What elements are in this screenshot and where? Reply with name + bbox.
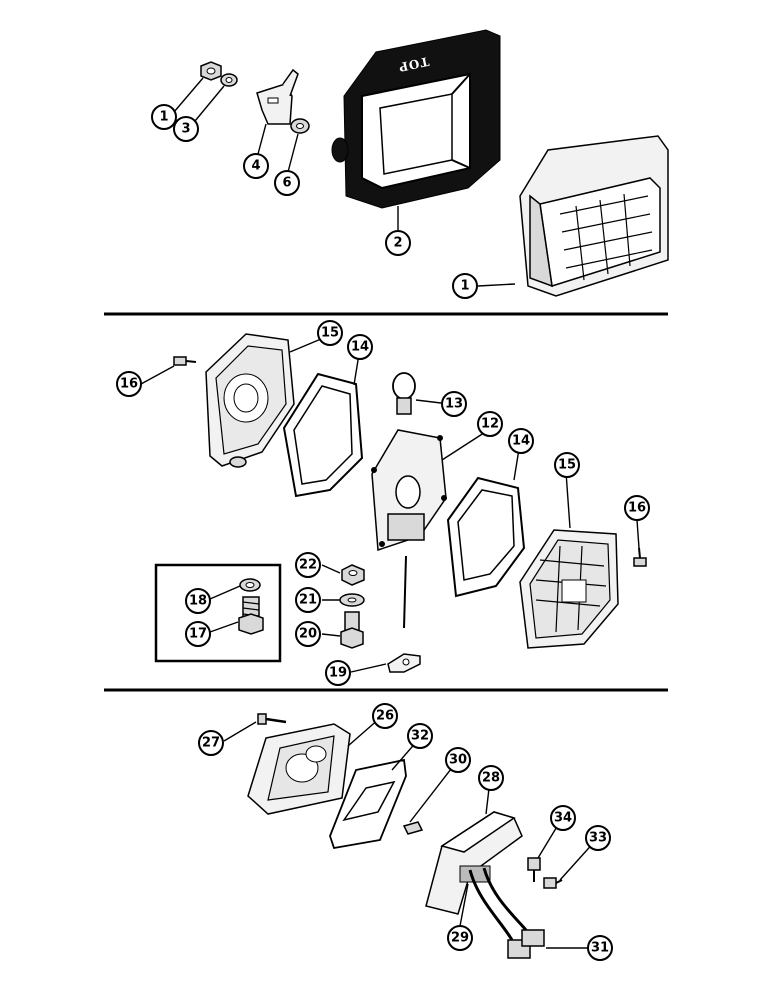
svg-text:14: 14 <box>351 340 369 355</box>
callout-22: 22 <box>295 552 321 578</box>
svg-text:31: 31 <box>591 941 609 956</box>
svg-text:12: 12 <box>481 417 499 432</box>
part-housing-28 <box>425 811 523 915</box>
callout-17: 17 <box>185 621 211 647</box>
svg-text:19: 19 <box>329 666 347 681</box>
part-clip-30 <box>402 821 424 835</box>
part-bolt-20 <box>340 611 364 649</box>
svg-text:27: 27 <box>202 736 220 751</box>
svg-text:28: 28 <box>482 771 500 786</box>
callout-2: 2 <box>385 230 411 256</box>
svg-text:1: 1 <box>460 279 469 294</box>
callout-21: 21 <box>295 587 321 613</box>
part-gasket-14-left <box>282 372 364 498</box>
svg-text:3: 3 <box>181 122 190 137</box>
callout-3: 4 <box>243 153 269 179</box>
callout-4: 6 <box>274 170 300 196</box>
callout-16-right: 16 <box>624 495 650 521</box>
callout-1: 1 <box>452 273 478 299</box>
svg-text:32: 32 <box>411 729 429 744</box>
part-washer-21 <box>339 593 365 607</box>
callout-33: 33 <box>585 825 611 851</box>
svg-text:17: 17 <box>189 627 207 642</box>
part-wire-harness-29 <box>468 867 528 941</box>
callout-27: 27 <box>198 730 224 756</box>
svg-text:34: 34 <box>554 811 572 826</box>
inset-box <box>154 563 282 663</box>
lamp-housing-label: TOP <box>397 54 431 74</box>
callout-32: 32 <box>407 723 433 749</box>
callout-layer: 1 3 4 6 2 1 16 15 14 13 12 14 15 16 18 1… <box>116 77 650 961</box>
callout-34: 34 <box>550 805 576 831</box>
callout-16-left: 16 <box>116 371 142 397</box>
part-plate-19 <box>387 653 421 673</box>
callout-28: 28 <box>478 765 504 791</box>
svg-text:16: 16 <box>628 501 646 516</box>
svg-text:6: 6 <box>282 176 291 191</box>
callout-29: 29 <box>447 925 473 951</box>
part-gasket-32 <box>329 758 407 850</box>
callout-14-right: 14 <box>508 428 534 454</box>
callout-13: 13 <box>441 391 467 417</box>
part-base-plate-12 <box>371 429 447 629</box>
part-gasket-14-right <box>446 476 526 598</box>
part-screw-16-left <box>173 356 197 366</box>
svg-text:20: 20 <box>299 627 317 642</box>
part-nut-22 <box>341 564 365 586</box>
svg-text:16: 16 <box>120 377 138 392</box>
part-lens-26 <box>247 723 351 815</box>
callout-15-left: 15 <box>317 320 343 346</box>
part-sealed-beam-1 <box>519 135 669 297</box>
part-lock-washer-18 <box>239 578 261 592</box>
callout-19: 19 <box>325 660 351 686</box>
svg-text:1: 1 <box>159 110 168 125</box>
svg-text:29: 29 <box>451 931 469 946</box>
callout-14-left: 14 <box>347 334 373 360</box>
callout-30: 30 <box>445 747 471 773</box>
part-screw-33 <box>543 877 563 889</box>
callout-31: 31 <box>587 935 613 961</box>
callout-20: 20 <box>295 621 321 647</box>
part-washer-4 <box>290 118 310 134</box>
part-lens-15-left <box>205 333 295 468</box>
svg-text:22: 22 <box>299 558 317 573</box>
part-connector-31 <box>507 929 545 959</box>
callout-12: 12 <box>477 411 503 437</box>
svg-text:33: 33 <box>589 831 607 846</box>
callout-7: 1 <box>151 104 177 130</box>
part-bulb-13 <box>392 372 416 415</box>
part-lamp-housing-2: TOP <box>331 29 501 209</box>
svg-text:18: 18 <box>189 594 207 609</box>
svg-text:30: 30 <box>449 753 467 768</box>
part-lock-washer-6 <box>220 73 238 87</box>
callout-18: 18 <box>185 588 211 614</box>
svg-text:2: 2 <box>393 236 402 251</box>
part-bracket-3 <box>256 68 299 125</box>
part-terminal-34 <box>527 857 541 882</box>
part-bolt-17 <box>238 596 264 635</box>
callout-15-right: 15 <box>554 452 580 478</box>
svg-text:15: 15 <box>558 458 576 473</box>
part-nut-7 <box>200 61 222 81</box>
part-lens-15-right <box>519 529 619 649</box>
svg-text:14: 14 <box>512 434 530 449</box>
svg-text:26: 26 <box>376 709 394 724</box>
svg-text:21: 21 <box>299 593 317 608</box>
part-screw-27 <box>257 713 287 725</box>
part-screw-16-right <box>633 547 647 567</box>
svg-text:4: 4 <box>251 159 260 174</box>
callout-6: 3 <box>173 116 199 142</box>
svg-text:15: 15 <box>321 326 339 341</box>
svg-text:13: 13 <box>445 397 463 412</box>
callout-26: 26 <box>372 703 398 729</box>
